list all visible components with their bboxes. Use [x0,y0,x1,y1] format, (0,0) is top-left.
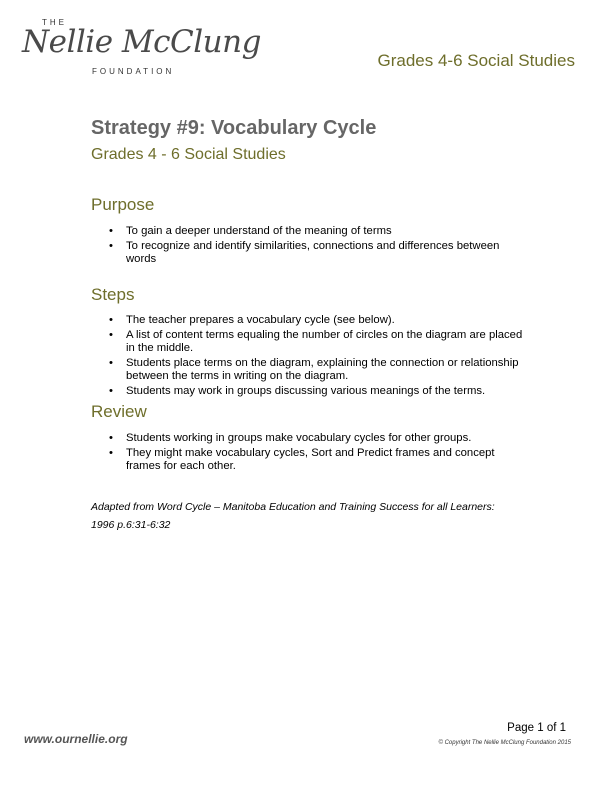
list-item: A list of content terms equaling the num… [109,329,529,356]
logo-foundation: FOUNDATION [92,67,175,76]
page-title: Strategy #9: Vocabulary Cycle [91,117,377,139]
purpose-list: To gain a deeper understand of the meani… [109,225,529,268]
list-item: To gain a deeper understand of the meani… [109,225,529,239]
list-item: Students place terms on the diagram, exp… [109,357,529,384]
purpose-heading: Purpose [91,195,155,214]
logo-the: THE [42,18,67,27]
list-item: They might make vocabulary cycles, Sort … [109,447,529,474]
footer-url-link[interactable]: www.ournellie.org [24,732,128,746]
review-heading: Review [91,402,147,421]
list-item: Students working in groups make vocabula… [109,432,529,446]
foundation-logo: THE Nellie McClung FOUNDATION [22,18,261,82]
page-subtitle: Grades 4 - 6 Social Studies [91,146,286,163]
header-grade-label: Grades 4-6 Social Studies [377,51,576,70]
source-credit: Adapted from Word Cycle – Manitoba Educa… [91,501,495,531]
logo-script: Nellie McClung [22,24,261,60]
list-item: The teacher prepares a vocabulary cycle … [109,314,529,328]
list-item: To recognize and identify similarities, … [109,240,529,267]
list-item: Students may work in groups discussing v… [109,385,529,399]
review-list: Students working in groups make vocabula… [109,432,529,475]
steps-list: The teacher prepares a vocabulary cycle … [109,314,529,399]
page-number: Page 1 of 1 [507,722,566,734]
copyright-notice: © Copyright The Nellie McClung Foundatio… [438,740,572,746]
steps-heading: Steps [91,285,135,304]
